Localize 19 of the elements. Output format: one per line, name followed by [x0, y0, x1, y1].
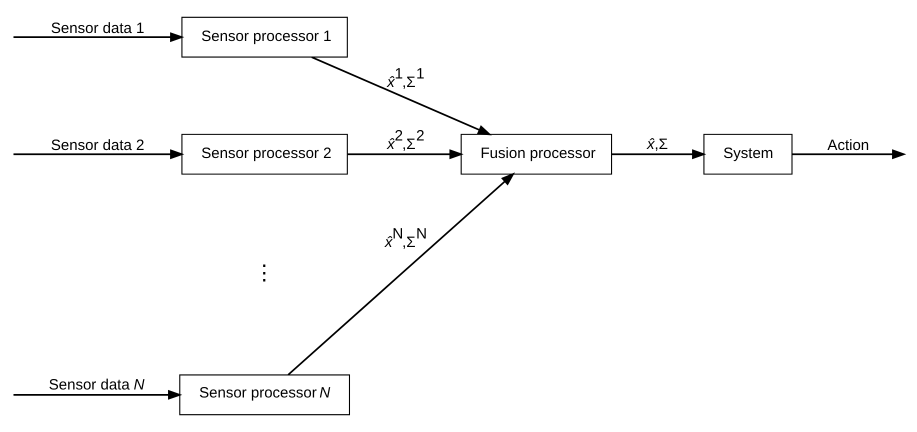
edge-label: Action [827, 137, 870, 154]
node-box: Sensor processor 1 [181, 16, 348, 58]
node-box: Fusion processor [460, 134, 612, 175]
node-box: Sensor processor N [179, 374, 350, 416]
edge-label: Sensor data 2 [50, 137, 144, 154]
arrow [311, 56, 492, 136]
edge-label: x̂,Σ [647, 136, 668, 154]
arrow [792, 149, 906, 160]
label: ⋮ [253, 260, 274, 285]
arrow [612, 149, 706, 160]
arrow [288, 172, 515, 376]
edge-label: Sensor data N [48, 376, 144, 394]
arrow [348, 149, 464, 160]
arrow [13, 390, 182, 400]
edge-label: Sensor data 1 [50, 20, 144, 38]
arrow [13, 149, 184, 160]
arrow [13, 32, 184, 42]
node-box: System [703, 134, 793, 175]
node-box: Sensor processor 2 [181, 134, 348, 175]
